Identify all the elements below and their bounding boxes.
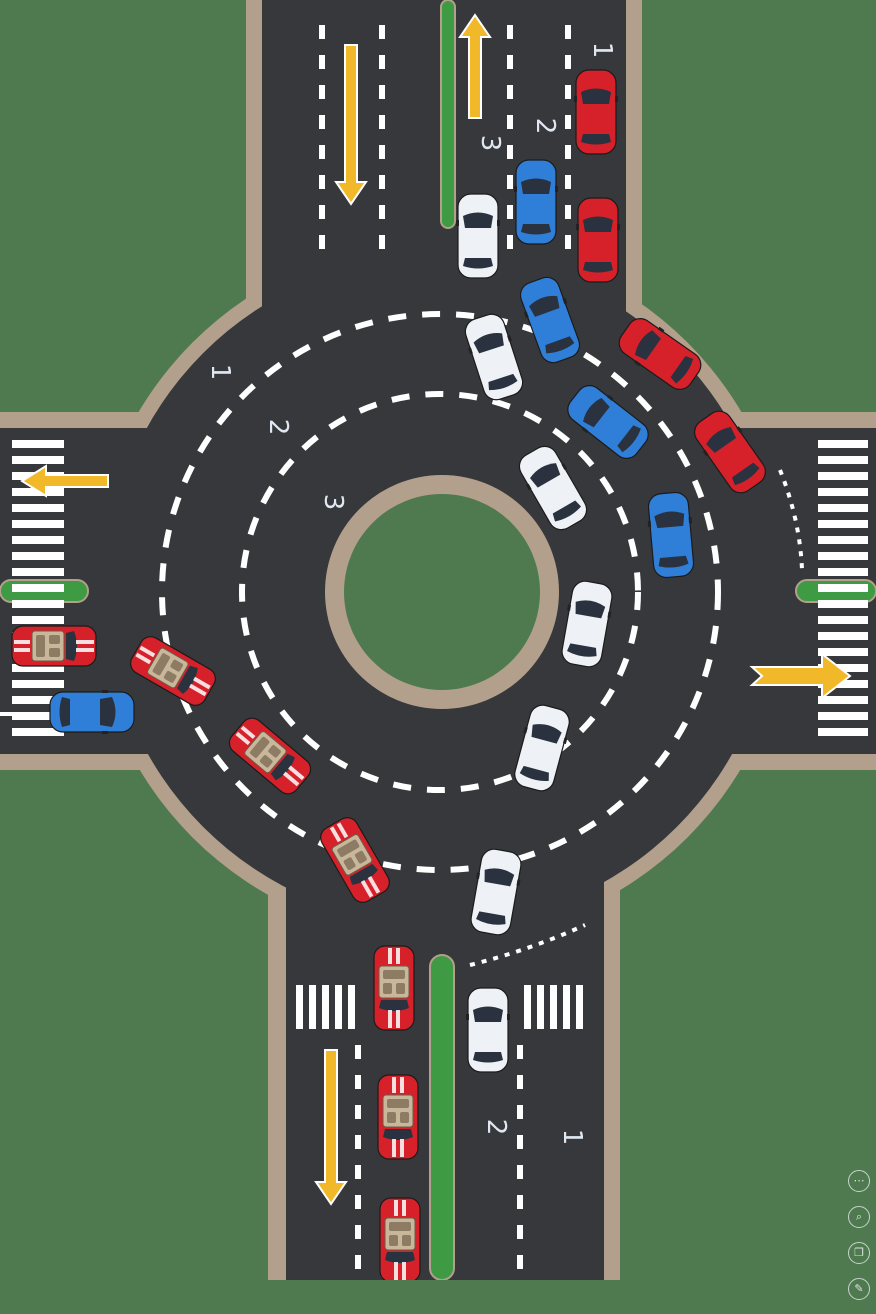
north-lane-3-label: 3	[475, 135, 505, 152]
crosswalk-stripe	[537, 985, 544, 1029]
north-lane-1-label: 1	[587, 42, 617, 59]
median-north	[440, 0, 456, 229]
red-convertible	[11, 625, 97, 667]
crosswalk-stripe	[12, 552, 64, 560]
ring-divider-inner	[239, 391, 641, 793]
crosswalk-stripe	[322, 985, 329, 1029]
red-car	[573, 69, 619, 155]
west-out-arrow	[20, 464, 109, 498]
edit-icon[interactable]: ✎	[848, 1278, 870, 1300]
crosswalk-stripe	[12, 504, 64, 512]
yield-line-south	[469, 923, 586, 967]
crosswalk-stripe	[818, 728, 868, 736]
crosswalk-stripe	[576, 985, 583, 1029]
crosswalk-stripe	[818, 632, 868, 640]
red-convertible	[379, 1197, 421, 1280]
blue-car	[513, 159, 559, 245]
ring-lane-3-label: 3	[318, 494, 348, 511]
roundabout-diagram: 3 2 1 1 2 3 2 1	[0, 0, 876, 1280]
crosswalk-stripe	[818, 696, 868, 704]
crosswalk-stripe	[818, 712, 868, 720]
ring-lane-2-label: 2	[263, 419, 293, 436]
crosswalk-stripe	[335, 985, 342, 1029]
ring-lane-1-label: 1	[205, 364, 235, 381]
crosswalk-stripe	[12, 728, 64, 736]
crosswalk-stripe	[818, 664, 868, 672]
crosswalk-east	[818, 440, 868, 736]
north-lane-2-label: 2	[530, 118, 560, 135]
crosswalk-stripe	[818, 504, 868, 512]
crosswalk-stripe	[818, 616, 868, 624]
crosswalk-stripe	[550, 985, 557, 1029]
crosswalk-stripe	[12, 520, 64, 528]
crosswalk-stripe	[12, 536, 64, 544]
south-lane-labels: 2 1	[481, 1119, 587, 1146]
blue-car	[49, 689, 135, 735]
crosswalk-stripe	[818, 600, 868, 608]
crosswalk-stripe	[818, 552, 868, 560]
white-car	[465, 987, 511, 1073]
crosswalk-stripe	[818, 456, 868, 464]
red-convertible	[377, 1074, 419, 1160]
search-icon[interactable]: ⌕	[848, 1206, 870, 1228]
crosswalk-stripe	[818, 472, 868, 480]
north-lane-markings	[319, 25, 571, 250]
crosswalk-stripe	[818, 568, 868, 576]
crosswalk-stripe	[524, 985, 531, 1029]
red-convertible	[373, 945, 415, 1031]
crosswalk-stripe	[818, 680, 868, 688]
median-south	[429, 954, 455, 1280]
crosswalk-stripe	[12, 440, 64, 448]
east-out-arrow	[749, 651, 852, 701]
more-icon[interactable]: ⋯	[848, 1170, 870, 1192]
copy-icon[interactable]: ❐	[848, 1242, 870, 1264]
crosswalk-stripe	[818, 488, 868, 496]
blue-car	[644, 490, 698, 580]
crosswalk-stripe	[12, 680, 64, 688]
south-lane-markings	[355, 1045, 523, 1275]
crosswalk-stripe	[818, 584, 868, 592]
crosswalk-stripe	[12, 456, 64, 464]
south-in-arrow	[314, 1049, 348, 1206]
ring-divider-outer	[159, 311, 721, 873]
crosswalk-stripe	[12, 664, 64, 672]
north-out-arrow	[458, 13, 492, 119]
crosswalk-stripe	[12, 584, 64, 592]
south-lane-1-label: 1	[557, 1129, 587, 1146]
crosswalk-stripe	[818, 520, 868, 528]
crosswalk-stripe	[12, 616, 64, 624]
crosswalk-stripe	[818, 536, 868, 544]
crosswalk-stripe	[818, 648, 868, 656]
north-lane-labels: 3 2 1	[475, 42, 617, 152]
white-car	[455, 193, 501, 279]
crosswalk-stripe	[296, 985, 303, 1029]
crosswalk-south	[296, 985, 583, 1029]
crosswalk-stripe	[12, 696, 64, 704]
central-island	[344, 494, 540, 690]
south-lane-2-label: 2	[481, 1119, 511, 1136]
crosswalk-stripe	[563, 985, 570, 1029]
crosswalk-stripe	[12, 600, 64, 608]
crosswalk-stripe	[818, 440, 868, 448]
crosswalk-stripe	[12, 568, 64, 576]
ring-lane-labels: 1 2 3	[205, 364, 348, 511]
yield-line-east	[778, 469, 804, 571]
north-in-arrow	[334, 44, 368, 206]
crosswalk-stripe	[348, 985, 355, 1029]
side-toolbar: ⋯ ⌕ ❐ ✎	[848, 1170, 872, 1314]
crosswalk-stripe	[309, 985, 316, 1029]
red-car	[575, 197, 621, 283]
